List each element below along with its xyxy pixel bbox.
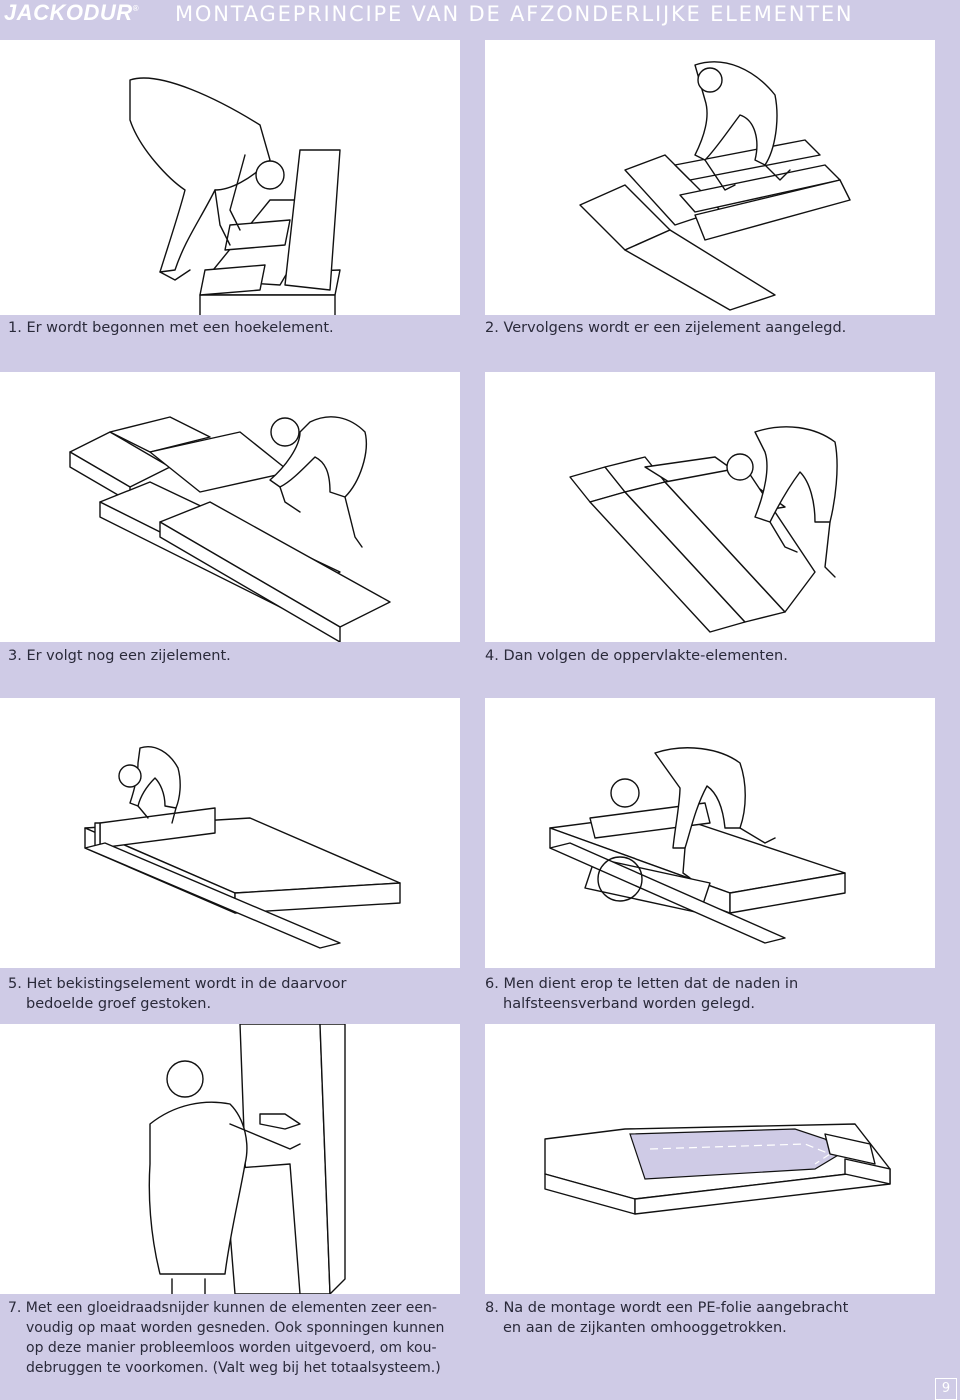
illustration-step-6 xyxy=(485,698,935,968)
illustration-step-1 xyxy=(0,40,460,315)
insulation-elements xyxy=(579,139,851,311)
insulation-elements xyxy=(84,807,401,949)
worker-figure xyxy=(269,416,367,548)
insulation-elements xyxy=(569,456,816,633)
step-5-caption: 5. Het bekistingselement wordt in de daa… xyxy=(8,976,347,1012)
step-6-caption: 6. Men dient erop te letten dat de naden… xyxy=(485,976,799,1012)
step-8-caption: 8. Na de montage wordt een PE-folie aang… xyxy=(485,1300,849,1336)
arrow-icon xyxy=(259,1113,301,1130)
worker-figure xyxy=(118,746,181,824)
step-3-caption: 3. Er volgt nog een zijelement. xyxy=(8,648,231,664)
assembled-base xyxy=(544,1123,891,1215)
jackodur-logo: JACKODUR® xyxy=(4,0,140,25)
page-number: 9 xyxy=(935,1378,957,1400)
page-title: MONTAGEPRINCIPE VAN DE AFZONDERLIJKE ELE… xyxy=(175,2,854,26)
insulation-elements xyxy=(69,416,391,642)
step-1-caption: 1. Er wordt begonnen met een hoekelement… xyxy=(8,320,334,336)
insulation-panel-vertical xyxy=(224,1024,346,1294)
step-7-caption: 7. Met een gloeidraadsnijder kunnen de e… xyxy=(8,1300,445,1376)
insulation-corner-element xyxy=(199,149,341,315)
illustration-step-8 xyxy=(485,1024,935,1294)
page-header: JACKODUR® MONTAGEPRINCIPE VAN DE AFZONDE… xyxy=(0,0,960,30)
illustration-step-5 xyxy=(0,698,460,968)
joint-detail-circle xyxy=(597,856,643,902)
insulation-elements xyxy=(549,802,846,944)
illustration-step-4 xyxy=(485,372,935,642)
worker-figure xyxy=(129,77,285,281)
worker-figure xyxy=(148,1060,301,1294)
illustration-step-3 xyxy=(0,372,460,642)
step-4-caption: 4. Dan volgen de oppervlakte-elementen. xyxy=(485,648,788,664)
worker-figure xyxy=(726,426,838,578)
illustration-step-2 xyxy=(485,40,935,315)
illustration-step-7 xyxy=(0,1024,460,1294)
step-2-caption: 2. Vervolgens wordt er een zijelement aa… xyxy=(485,320,847,336)
worker-figure xyxy=(610,747,776,879)
worker-figure xyxy=(694,61,791,191)
